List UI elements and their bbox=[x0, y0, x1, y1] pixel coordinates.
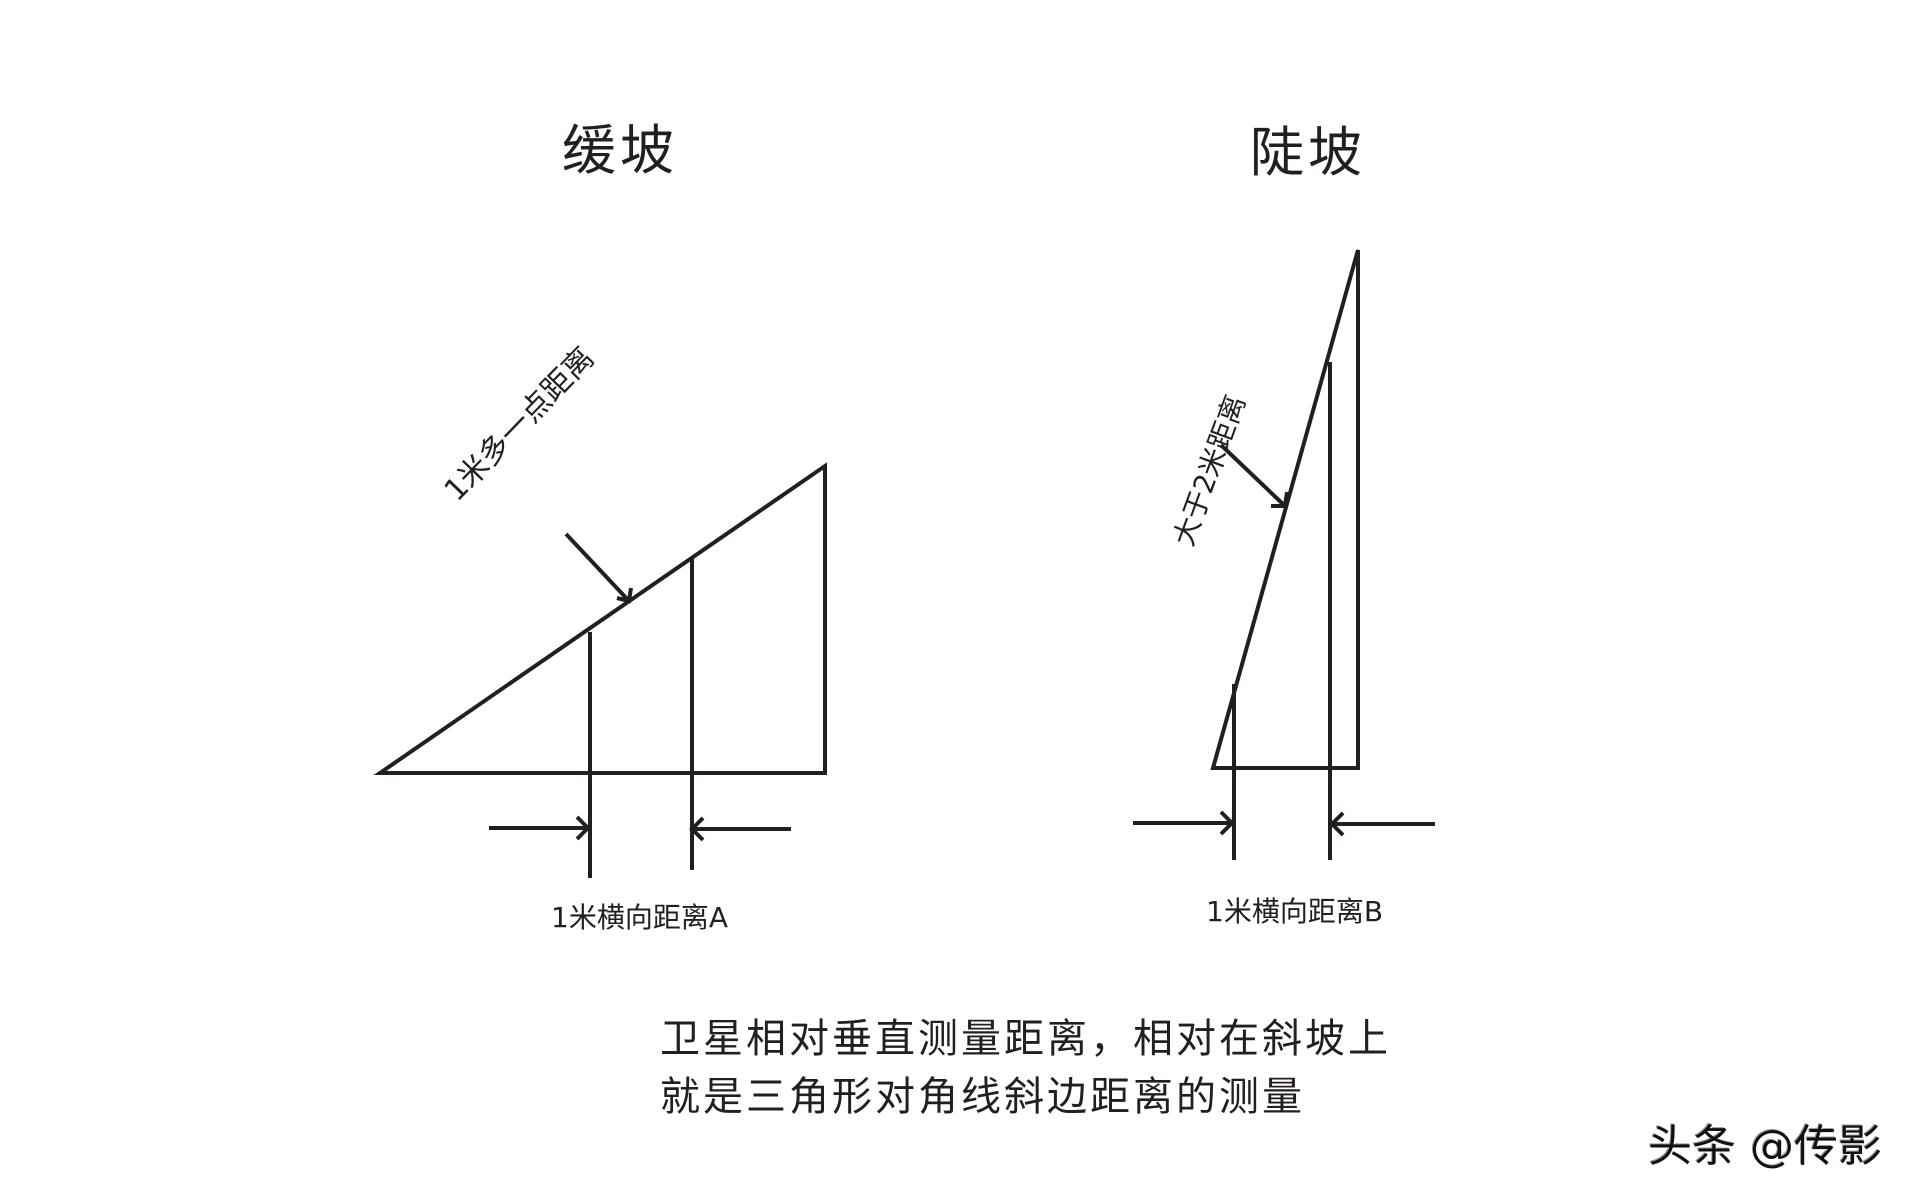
gentle-pointer-arrow-icon bbox=[564, 532, 631, 603]
gentle-horizontal-distance-label: 1米横向距离A bbox=[551, 901, 728, 934]
steep-horizontal-distance-label: 1米横向距离B bbox=[1206, 895, 1384, 928]
steep-pointer-arrow-icon bbox=[1219, 443, 1287, 508]
steep-slope-title: 陡坡 bbox=[1250, 121, 1366, 184]
caption-line-1: 卫星相对垂直测量距离，相对在斜坡上 bbox=[660, 1016, 1391, 1062]
caption-line-2: 就是三角形对角线斜边距离的测量 bbox=[660, 1074, 1305, 1120]
explanation-caption: 卫星相对垂直测量距离，相对在斜坡上 就是三角形对角线斜边距离的测量 bbox=[660, 1010, 1391, 1126]
steep-slope-triangle bbox=[1133, 249, 1435, 860]
watermark: 头条 @传影 bbox=[1648, 1121, 1882, 1172]
gentle-slope-title: 缓坡 bbox=[562, 119, 678, 182]
gentle-slope-triangle bbox=[373, 462, 827, 878]
